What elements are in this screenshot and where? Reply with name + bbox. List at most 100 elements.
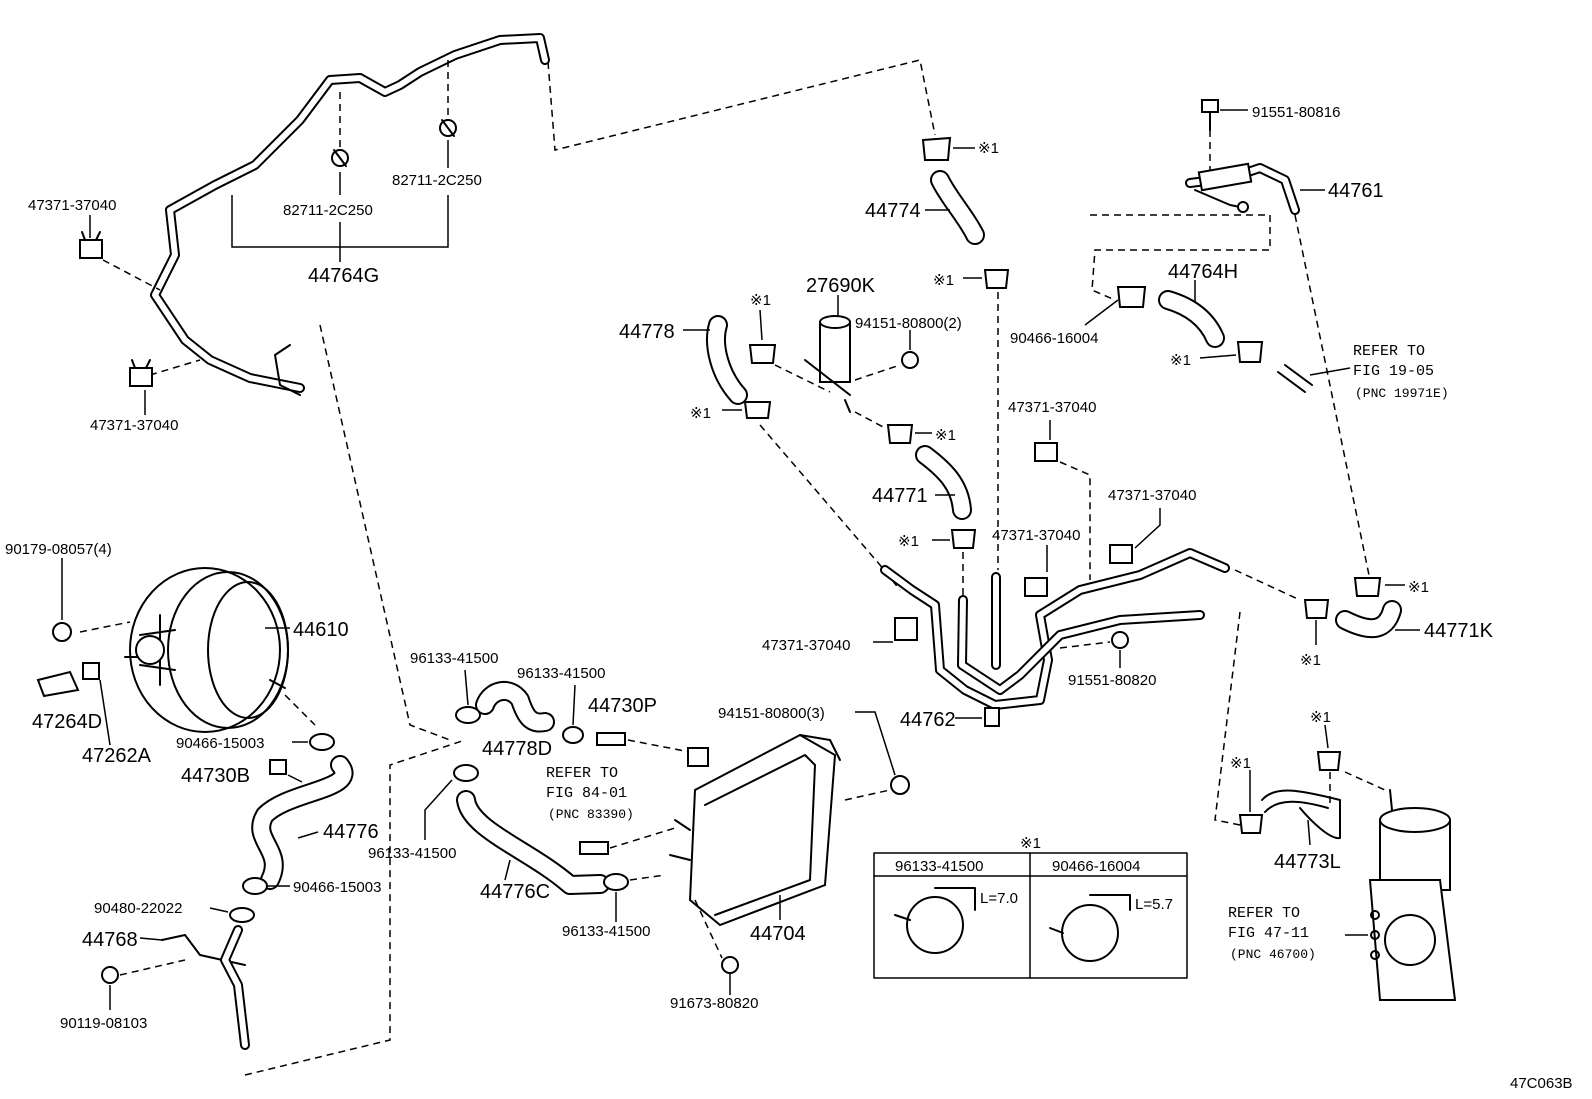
- clip-44764h[interactable]: [1236, 341, 1264, 363]
- hose-44776[interactable]: [251, 755, 354, 890]
- label-90119: 90119-08103: [60, 1015, 147, 1032]
- note-mark: ※1: [1230, 755, 1251, 772]
- refer-line: FIG 19-05: [1353, 363, 1434, 380]
- clip-44773l-top[interactable]: [1316, 751, 1342, 771]
- refer-line: (PNC 46700): [1230, 947, 1316, 962]
- clip-44778-b[interactable]: [743, 401, 772, 419]
- label-90179: 90179-08057(4): [5, 541, 112, 558]
- label-96133-c: 96133-41500: [368, 845, 456, 862]
- label-90466-16004: 90466-16004: [1010, 330, 1098, 347]
- clamp-47371-c4[interactable]: [894, 617, 918, 641]
- hose-44776c[interactable]: [456, 790, 610, 895]
- hose-44778d[interactable]: [475, 681, 555, 733]
- nut-94151-2[interactable]: [901, 351, 919, 369]
- label-44730b: 44730B: [181, 765, 250, 787]
- clamp-47371-c3[interactable]: [1024, 577, 1048, 597]
- label-44610: 44610: [293, 619, 349, 641]
- note-mark: ※1: [935, 427, 956, 444]
- nut-94151-3[interactable]: [890, 775, 910, 795]
- label-44764h: 44764H: [1168, 261, 1238, 283]
- note-mark: ※1: [1408, 579, 1429, 596]
- label-44776: 44776: [323, 821, 379, 843]
- refer-line: REFER TO: [1353, 343, 1425, 360]
- vsv-27690k[interactable]: [804, 315, 851, 413]
- bracket-44768[interactable]: [161, 925, 250, 1050]
- spacer-47262a[interactable]: [82, 662, 100, 680]
- clip-44774-bottom[interactable]: [983, 269, 1010, 289]
- valve-44730p[interactable]: [596, 732, 626, 746]
- clip-96133-a[interactable]: [455, 706, 481, 724]
- clip-44730b[interactable]: [269, 759, 287, 775]
- note-mark: ※1: [933, 272, 954, 289]
- label-90466-15003-b: 90466-15003: [293, 879, 381, 896]
- hose-44771[interactable]: [915, 445, 972, 520]
- clip-44773l-left[interactable]: [1238, 814, 1264, 834]
- refer-line: REFER TO: [1228, 905, 1300, 922]
- grommet-90480[interactable]: [229, 907, 255, 923]
- label-47371-c2: 47371-37040: [1108, 487, 1196, 504]
- clip-44771k-top[interactable]: [1353, 577, 1382, 597]
- pipe-assembly-44762[interactable]: [880, 548, 1230, 727]
- label-44774: 44774: [865, 200, 921, 222]
- hose-44774[interactable]: [930, 170, 985, 245]
- label-44776c: 44776C: [480, 881, 550, 903]
- vacuum-tank-44704[interactable]: [669, 733, 841, 927]
- note-marks: ※1 ※1 ※1 ※1 ※1 ※1 ※1 ※1 ※1 ※1 ※1 ※1: [690, 140, 1429, 852]
- valve-refer-84-01[interactable]: [579, 841, 609, 855]
- label-96133-a: 96133-41500: [410, 650, 498, 667]
- clamp-47371-c1[interactable]: [1034, 442, 1058, 462]
- label-44768: 44768: [82, 929, 138, 951]
- refer-line: (PNC 19971E): [1355, 386, 1449, 401]
- hose-44764h[interactable]: [1158, 290, 1225, 348]
- clamp-47371-top-left[interactable]: [79, 231, 103, 259]
- label-44771k: 44771K: [1424, 620, 1494, 642]
- clip-90466-15003-b[interactable]: [242, 877, 268, 895]
- label-96133-d: 96133-41500: [562, 923, 650, 940]
- clip-96133-c[interactable]: [453, 764, 479, 782]
- refer-note-19-05: REFER TO FIG 19-05 (PNC 19971E): [1353, 343, 1449, 401]
- note-mark: ※1: [1170, 352, 1191, 369]
- pipe-44761[interactable]: [1185, 162, 1300, 215]
- clamp-47371-mid-left[interactable]: [129, 359, 153, 387]
- clamp-47371-c2[interactable]: [1109, 544, 1133, 564]
- bolt-91551-80820[interactable]: [1111, 631, 1129, 649]
- clip-96133-d[interactable]: [603, 873, 629, 891]
- clip-90466-15003-a[interactable]: [309, 733, 335, 751]
- hose-44773l[interactable]: [1261, 789, 1341, 840]
- note-mark: ※1: [750, 292, 771, 309]
- vacuum-pipe-44764g[interactable]: [150, 33, 550, 396]
- figure-code: 47C063B: [1510, 1075, 1573, 1092]
- clip-44771k-side[interactable]: [1303, 599, 1330, 619]
- clip-44771-bottom[interactable]: [950, 529, 977, 549]
- label-90466-15003-a: 90466-15003: [176, 735, 264, 752]
- bolt-91551-80816[interactable]: [1201, 99, 1219, 131]
- label-94151-2: 94151-80800(2): [855, 315, 962, 332]
- table-col-2: 90466-16004: [1052, 858, 1140, 875]
- label-44730p: 44730P: [588, 695, 657, 717]
- clip-96133-b[interactable]: [562, 726, 584, 744]
- clip-82711-a[interactable]: [331, 149, 349, 167]
- bracket-47264d[interactable]: [36, 670, 80, 698]
- throttle-body-refer-47-11[interactable]: [1368, 789, 1457, 1001]
- hose-refer-19-05[interactable]: [1277, 364, 1313, 393]
- nut-90179[interactable]: [52, 622, 72, 642]
- label-27690k: 27690K: [806, 275, 876, 297]
- refer-note-47-11: REFER TO FIG 47-11 (PNC 46700): [1228, 905, 1316, 962]
- label-94151-3: 94151-80800(3): [718, 705, 825, 722]
- clip-82711-b[interactable]: [439, 119, 457, 137]
- bolt-91673[interactable]: [721, 956, 739, 974]
- hose-44771k[interactable]: [1335, 600, 1402, 639]
- clip-top-center[interactable]: [921, 136, 952, 161]
- note-mark: ※1: [978, 140, 999, 157]
- label-44771: 44771: [872, 485, 928, 507]
- clip-90466-16004[interactable]: [1116, 286, 1147, 308]
- label-47262a: 47262A: [82, 745, 152, 767]
- clip-44771-top[interactable]: [886, 424, 914, 444]
- brake-booster-44610[interactable]: [124, 567, 289, 733]
- hose-44778[interactable]: [706, 315, 748, 405]
- table-dim-1: L=7.0: [980, 890, 1018, 907]
- bolt-90119[interactable]: [101, 966, 119, 984]
- clip-44778-a[interactable]: [748, 344, 777, 364]
- label-47371-c3: 47371-37040: [992, 527, 1080, 544]
